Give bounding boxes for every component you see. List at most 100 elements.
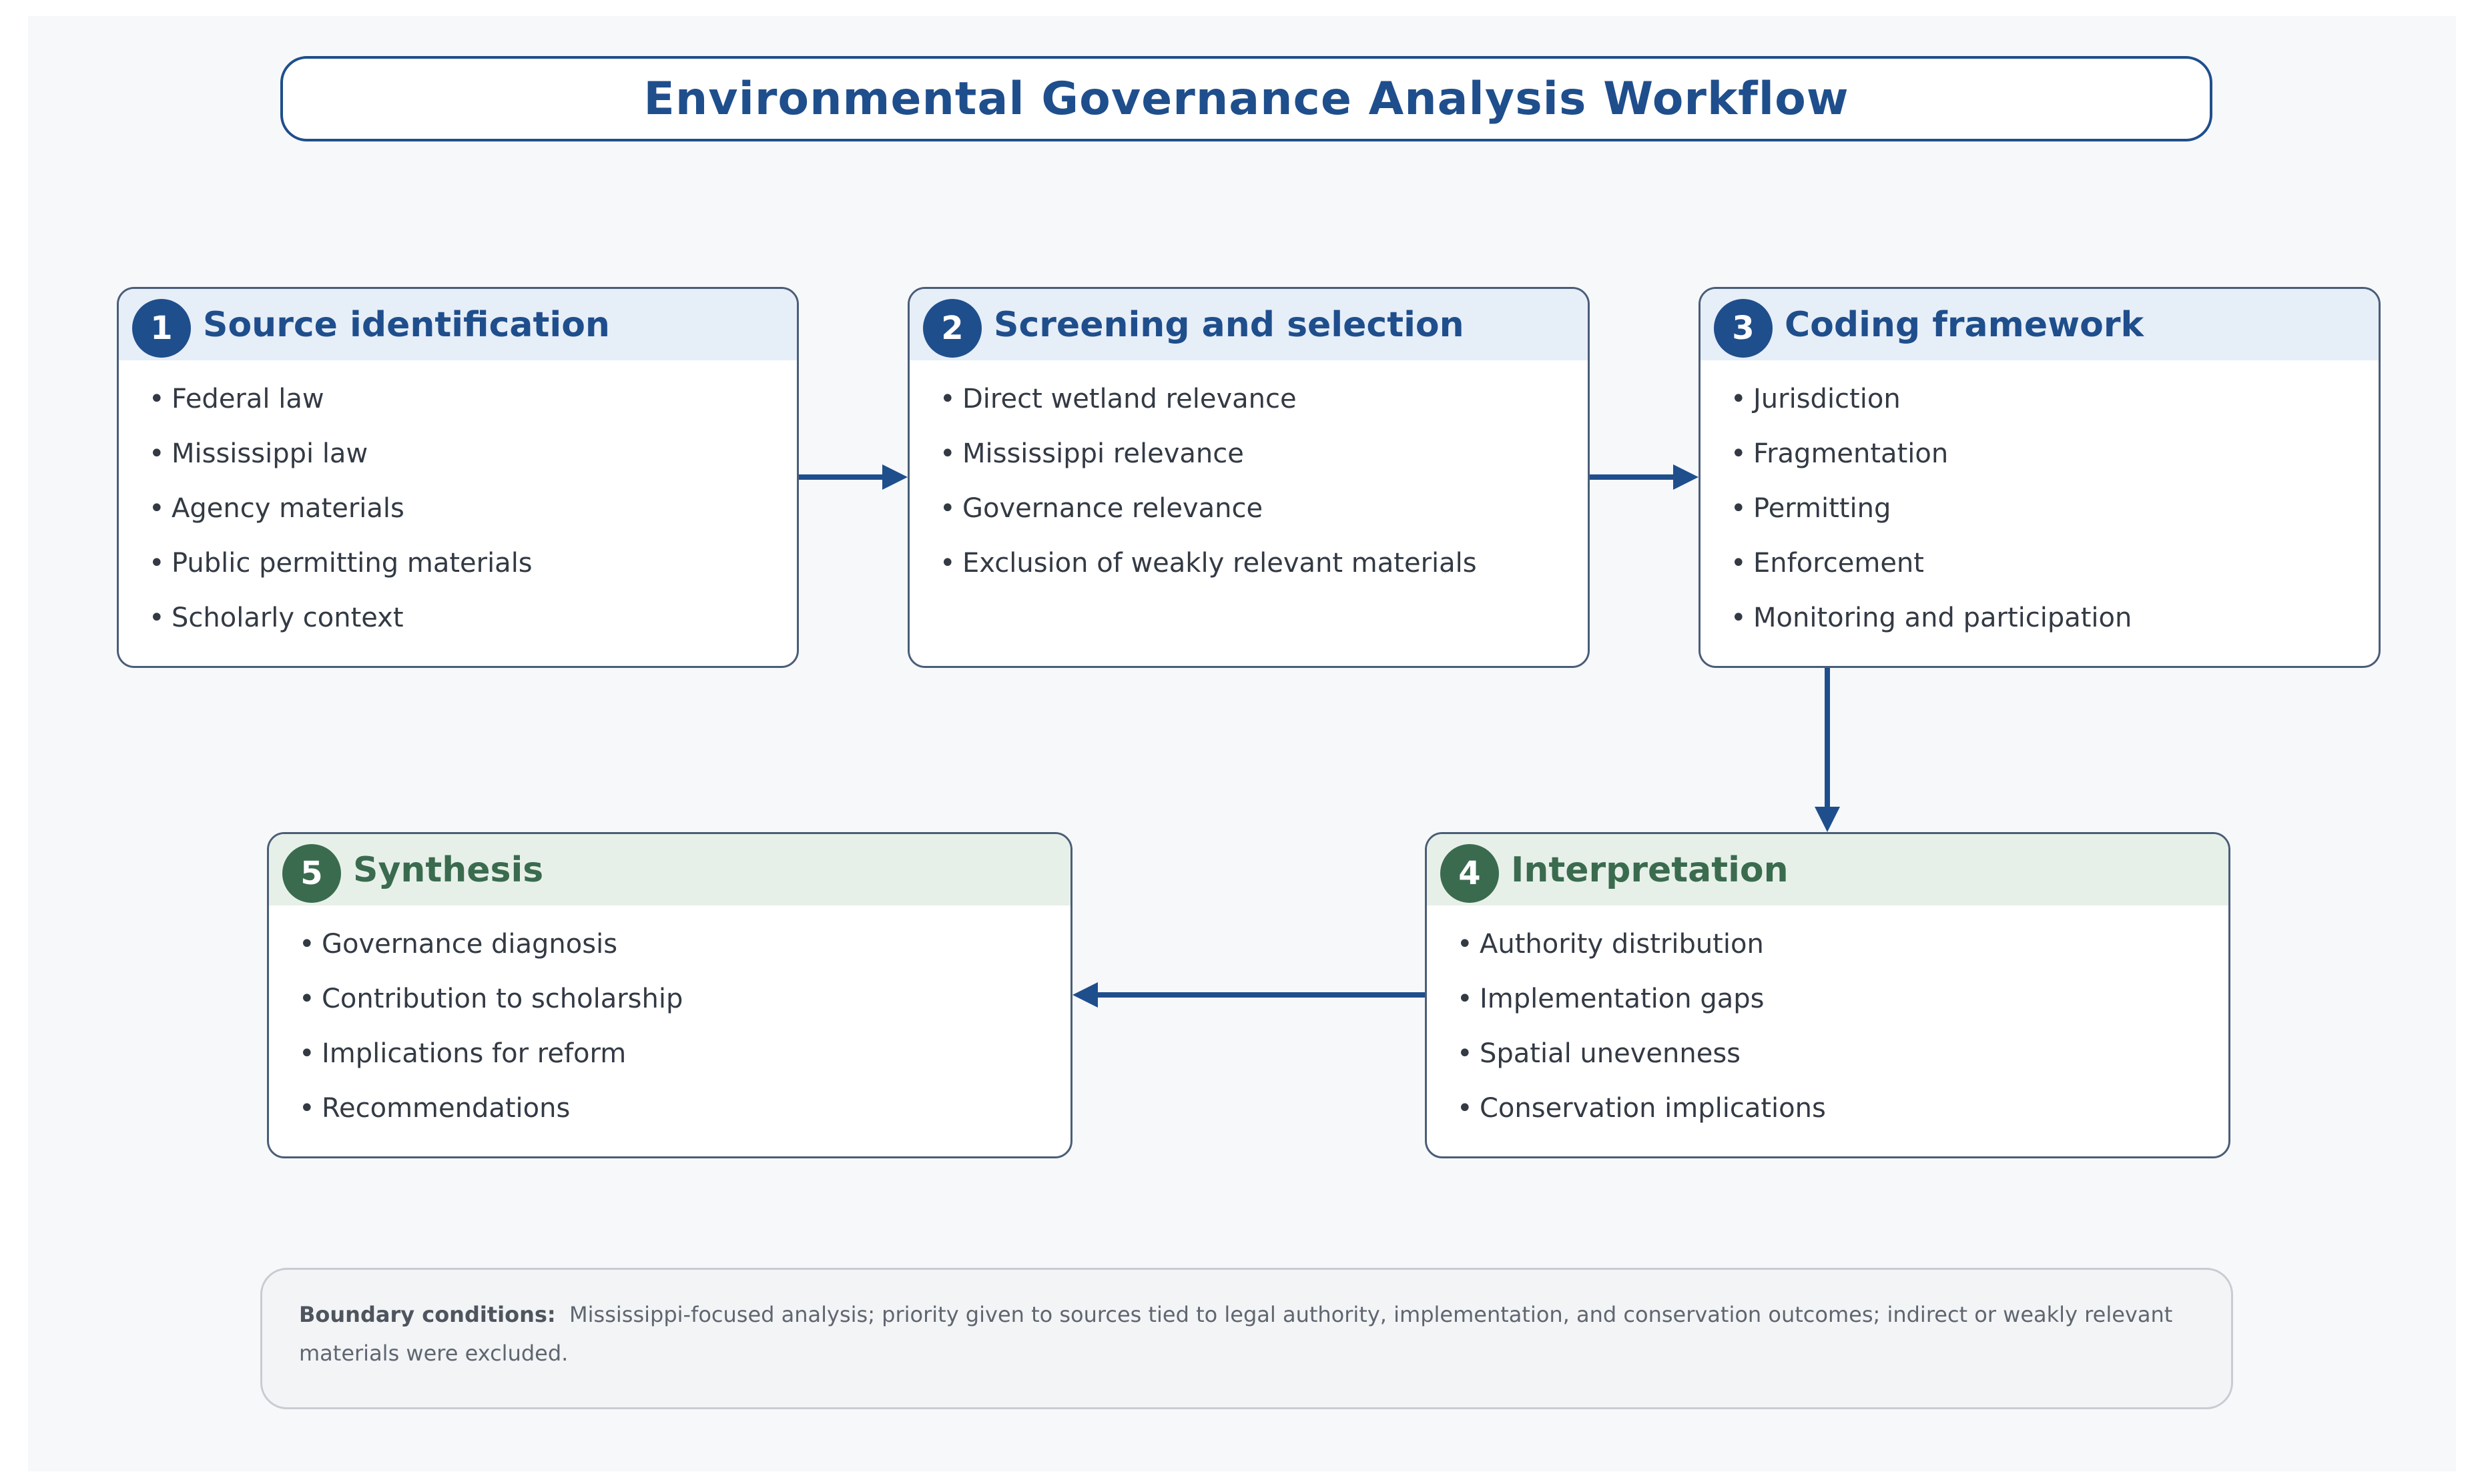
arrow-3-to-4 [1815, 668, 1840, 832]
list-item: •Public permitting materials [149, 546, 533, 601]
item-text: Contribution to scholarship [322, 984, 683, 1014]
arrow-4-to-5 [1072, 982, 1425, 1008]
stage-title: Source identification [203, 304, 610, 345]
stage-item-list: •Jurisdiction •Fragmentation •Permitting… [1731, 382, 2132, 656]
list-item: •Conservation implications [1457, 1092, 1826, 1146]
bullet-icon: • [940, 493, 956, 524]
item-text: Mississippi law [172, 438, 368, 469]
list-item: •Jurisdiction [1731, 382, 2132, 437]
stage-title: Coding framework [1785, 304, 2144, 345]
item-text: Fragmentation [1753, 438, 1949, 469]
boundary-text: Boundary conditions: Mississippi-focused… [299, 1295, 2196, 1373]
list-item: •Enforcement [1731, 546, 2132, 601]
boundary-label: Boundary conditions: [299, 1302, 556, 1327]
list-item: •Permitting [1731, 492, 2132, 546]
diagram-canvas [28, 16, 2456, 1471]
list-item: •Implications for reform [299, 1037, 683, 1092]
bullet-icon: • [1457, 929, 1473, 960]
stage-coding-framework: 3 Coding framework •Jurisdiction •Fragme… [1699, 287, 2381, 668]
list-item: •Mississippi law [149, 437, 533, 492]
bullet-icon: • [1731, 548, 1747, 579]
list-item: •Agency materials [149, 492, 533, 546]
stage-title: Synthesis [353, 849, 544, 890]
bullet-icon: • [1731, 493, 1747, 524]
list-item: •Exclusion of weakly relevant materials [940, 546, 1477, 601]
list-item: •Recommendations [299, 1092, 683, 1146]
stage-item-list: •Governance diagnosis •Contribution to s… [299, 928, 683, 1146]
list-item: •Spatial unevenness [1457, 1037, 1826, 1092]
stage-header: 3 Coding framework [1701, 289, 2379, 360]
bullet-icon: • [1457, 1038, 1473, 1069]
item-text: Mississippi relevance [962, 438, 1244, 469]
item-text: Authority distribution [1480, 929, 1764, 960]
list-item: •Mississippi relevance [940, 437, 1477, 492]
bullet-icon: • [940, 384, 956, 414]
stage-header: 1 Source identification [119, 289, 797, 360]
step-number-badge: 1 [132, 298, 191, 358]
stage-title: Interpretation [1511, 849, 1789, 890]
step-number-badge: 2 [923, 298, 982, 358]
item-text: Federal law [172, 384, 324, 414]
item-text: Recommendations [322, 1093, 571, 1124]
list-item: •Governance relevance [940, 492, 1477, 546]
bullet-icon: • [1731, 438, 1747, 469]
item-text: Implications for reform [322, 1038, 627, 1069]
bullet-icon: • [1457, 1093, 1473, 1124]
step-number-badge: 3 [1714, 298, 1773, 358]
list-item: •Contribution to scholarship [299, 982, 683, 1037]
item-text: Jurisdiction [1753, 384, 1901, 414]
bullet-icon: • [299, 1038, 315, 1069]
bullet-icon: • [940, 438, 956, 469]
bullet-icon: • [149, 438, 165, 469]
stage-synthesis: 5 Synthesis •Governance diagnosis •Contr… [267, 832, 1072, 1158]
stage-header: 4 Interpretation [1427, 834, 2228, 905]
list-item: •Federal law [149, 382, 533, 437]
item-text: Spatial unevenness [1480, 1038, 1741, 1069]
list-item: •Direct wetland relevance [940, 382, 1477, 437]
bullet-icon: • [149, 384, 165, 414]
stage-title: Screening and selection [994, 304, 1464, 345]
item-text: Enforcement [1753, 548, 1924, 579]
item-text: Scholarly context [172, 603, 404, 633]
item-text: Agency materials [172, 493, 404, 524]
stage-item-list: •Federal law •Mississippi law •Agency ma… [149, 382, 533, 656]
title-box: Environmental Governance Analysis Workfl… [280, 56, 2212, 141]
bullet-icon: • [299, 1093, 315, 1124]
step-number-badge: 5 [282, 843, 341, 903]
list-item: •Scholarly context [149, 601, 533, 656]
stage-header: 2 Screening and selection [910, 289, 1588, 360]
list-item: •Authority distribution [1457, 928, 1826, 982]
list-item: •Monitoring and participation [1731, 601, 2132, 656]
bullet-icon: • [299, 984, 315, 1014]
bullet-icon: • [1731, 603, 1747, 633]
item-text: Governance relevance [962, 493, 1263, 524]
list-item: •Fragmentation [1731, 437, 2132, 492]
list-item: •Governance diagnosis [299, 928, 683, 982]
boundary-description: Mississippi-focused analysis; priority g… [299, 1302, 2173, 1366]
item-text: Exclusion of weakly relevant materials [962, 548, 1477, 579]
bullet-icon: • [1457, 984, 1473, 1014]
item-text: Implementation gaps [1480, 984, 1765, 1014]
bullet-icon: • [1731, 384, 1747, 414]
bullet-icon: • [149, 548, 165, 579]
stage-screening-and-selection: 2 Screening and selection •Direct wetlan… [908, 287, 1590, 668]
bullet-icon: • [299, 929, 315, 960]
item-text: Monitoring and participation [1753, 603, 2132, 633]
stage-interpretation: 4 Interpretation •Authority distribution… [1425, 832, 2230, 1158]
bullet-icon: • [149, 603, 165, 633]
arrow-1-to-2 [799, 464, 908, 490]
item-text: Governance diagnosis [322, 929, 618, 960]
arrow-2-to-3 [1590, 464, 1699, 490]
stage-source-identification: 1 Source identification •Federal law •Mi… [117, 287, 799, 668]
boundary-conditions-note: Boundary conditions: Mississippi-focused… [260, 1268, 2233, 1409]
diagram-title: Environmental Governance Analysis Workfl… [643, 72, 1849, 125]
bullet-icon: • [940, 548, 956, 579]
item-text: Public permitting materials [172, 548, 533, 579]
stage-header: 5 Synthesis [269, 834, 1070, 905]
item-text: Direct wetland relevance [962, 384, 1297, 414]
stage-item-list: •Authority distribution •Implementation … [1457, 928, 1826, 1146]
step-number-badge: 4 [1440, 843, 1499, 903]
list-item: •Implementation gaps [1457, 982, 1826, 1037]
bullet-icon: • [149, 493, 165, 524]
